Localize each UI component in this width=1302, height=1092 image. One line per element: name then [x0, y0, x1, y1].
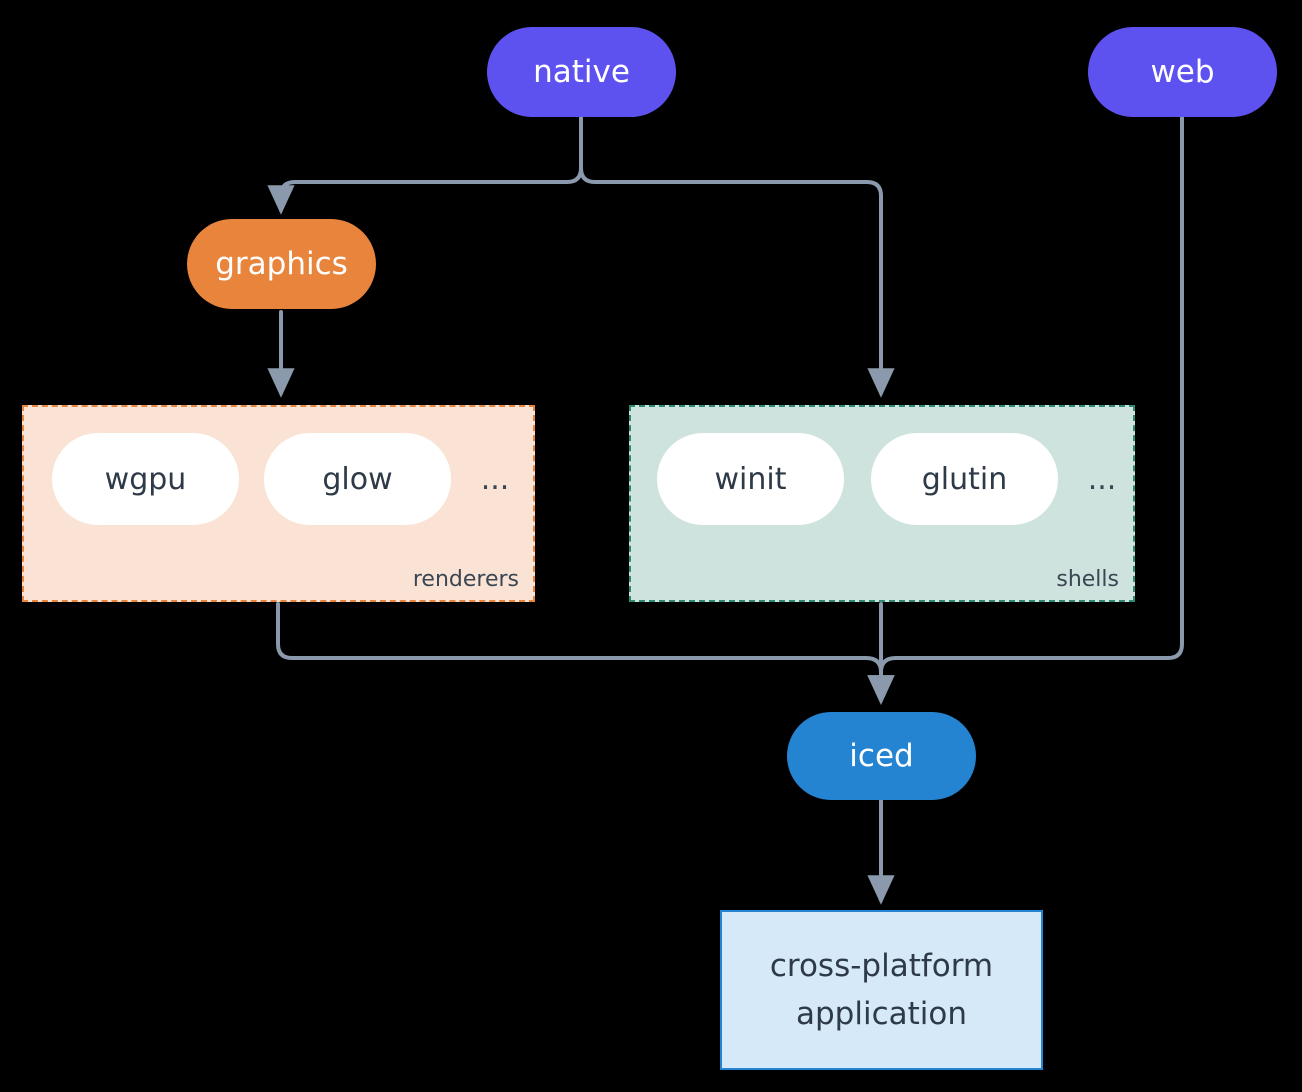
edge-native-to-shells [579, 166, 895, 398]
node-iced-label: iced [849, 737, 914, 774]
chip-winit[interactable]: winit [657, 433, 844, 525]
node-iced[interactable]: iced [787, 712, 976, 800]
chip-glutin[interactable]: glutin [871, 433, 1058, 525]
chip-winit-label: winit [714, 461, 787, 497]
group-shells-label: shells [1056, 567, 1119, 592]
node-graphics[interactable]: graphics [187, 219, 376, 309]
node-native-label: native [533, 53, 630, 90]
chip-glutin-label: glutin [921, 461, 1008, 497]
edge-native-to-graphics [267, 166, 583, 215]
chip-glow-label: glow [322, 461, 393, 497]
chip-wgpu-label: wgpu [104, 461, 187, 497]
node-graphics-label: graphics [215, 245, 348, 282]
node-application[interactable]: cross-platform application [720, 910, 1043, 1070]
renderers-more-ellipsis: ... [480, 461, 510, 497]
node-web[interactable]: web [1088, 27, 1277, 117]
shells-more-ellipsis: ... [1087, 461, 1117, 497]
chip-wgpu[interactable]: wgpu [52, 433, 239, 525]
node-native[interactable]: native [487, 27, 676, 117]
edge-renderers-to-iced [276, 602, 895, 705]
group-renderers: wgpu glow ... renderers [22, 405, 535, 602]
node-application-label-line1: cross-platform [769, 947, 994, 984]
chip-glow[interactable]: glow [264, 433, 451, 525]
node-web-label: web [1150, 53, 1215, 90]
group-renderers-label: renderers [412, 567, 519, 592]
node-application-label-line2: application [796, 996, 967, 1032]
group-shells: winit glutin ... shells [629, 405, 1135, 602]
